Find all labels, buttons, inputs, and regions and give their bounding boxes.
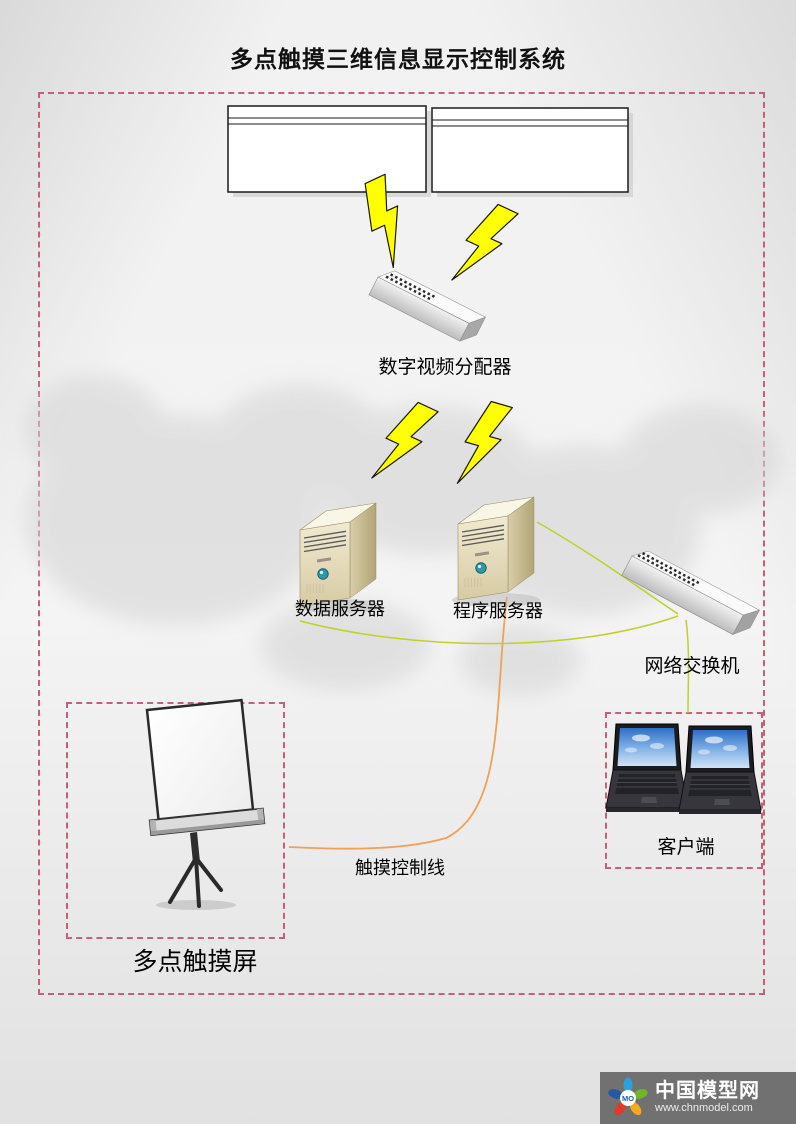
laptop-1 [605,723,689,812]
data-server-device [294,502,382,613]
watermark-site-name: 中国模型网 [655,1080,760,1103]
lightning-bolt-2 [451,203,519,281]
client-label: 客户端 [657,837,715,858]
lightning-bolt-1 [364,173,399,269]
display-screen-left [227,105,431,197]
display-screen-right [431,107,633,197]
watermark-bar: MO 中国模型网 www.chnmodel.com [600,1072,796,1124]
network-cable-switch-dataserver [299,615,679,645]
app-server-device [452,496,540,607]
touch-control-cable [288,596,508,850]
client-box [605,712,763,869]
tripod [156,832,236,910]
data-server-label: 数据服务器 [295,599,385,619]
projection-screen-device [145,698,266,910]
video-distributor-label: 数字视频分配器 [378,357,512,378]
logo-text: MO [622,1094,634,1103]
page-title: 多点触摸三维信息显示控制系统 [230,46,566,72]
site-logo-icon: MO [608,1077,648,1116]
network-cable-appserver-switch [536,521,679,615]
network-switch-label: 网络交换机 [644,656,740,677]
app-server-label: 程序服务器 [453,601,543,621]
video-distributor-device [368,270,487,342]
laptop-2 [678,725,762,814]
multitouch-screen-label: 多点触摸屏 [132,949,258,976]
network-switch-device [621,550,761,636]
network-cable-switch-client [685,619,690,714]
lightning-bolt-3 [371,401,439,479]
touch-control-line-label: 触摸控制线 [355,858,445,878]
watermark-site-url: www.chnmodel.com [655,1102,753,1115]
multitouch-screen-box [66,702,285,939]
lightning-bolt-4 [456,400,513,484]
